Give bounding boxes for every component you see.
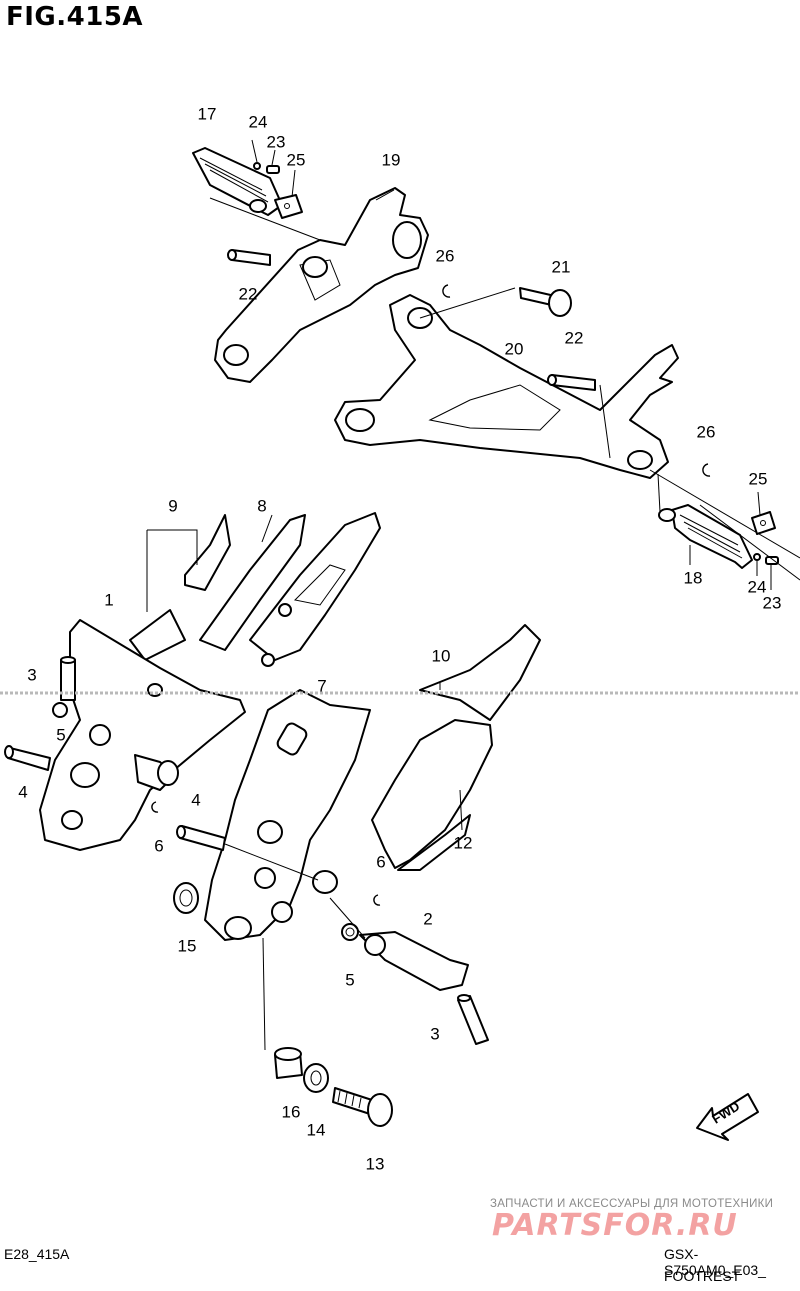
bolt-24b[interactable] xyxy=(753,553,761,561)
callout-4a[interactable]: 4 xyxy=(18,782,28,802)
guard-12[interactable] xyxy=(371,719,493,871)
watermark-text: ЗАПЧАСТИ И АКСЕССУАРЫ ДЛЯ МОТОТЕХНИКИ xyxy=(490,1198,774,1210)
callout-23b[interactable]: 23 xyxy=(762,593,782,613)
callout-10[interactable]: 10 xyxy=(431,646,451,666)
callout-5b[interactable]: 5 xyxy=(345,970,355,990)
callout-23a[interactable]: 23 xyxy=(266,132,286,152)
spring-23b[interactable] xyxy=(765,556,779,565)
bolt-4b[interactable] xyxy=(176,825,226,851)
spring-5b[interactable] xyxy=(341,923,359,941)
callout-26b[interactable]: 26 xyxy=(696,422,716,442)
callout-19[interactable]: 19 xyxy=(381,150,401,170)
section-name: FOOTREST xyxy=(664,1268,741,1284)
callout-1[interactable]: 1 xyxy=(104,590,114,610)
cover-7[interactable] xyxy=(249,512,381,667)
footpeg-17[interactable] xyxy=(192,147,283,216)
callout-17a[interactable]: 17 xyxy=(197,104,217,124)
pin-22a[interactable] xyxy=(227,249,271,266)
callout-20[interactable]: 20 xyxy=(504,339,524,359)
figure-title: FIG.415A xyxy=(6,2,144,32)
callout-14[interactable]: 14 xyxy=(306,1120,326,1140)
e-ring-6a[interactable] xyxy=(151,801,159,813)
collar-16[interactable] xyxy=(274,1047,303,1079)
plate-25a[interactable] xyxy=(274,194,303,219)
callout-7[interactable]: 7 xyxy=(317,676,327,696)
callout-2[interactable]: 2 xyxy=(423,909,433,929)
callout-8[interactable]: 8 xyxy=(257,496,267,516)
bracket-2-holder[interactable] xyxy=(204,689,371,941)
pin-22b[interactable] xyxy=(547,374,596,391)
pin-3b[interactable] xyxy=(457,994,489,1045)
callout-9[interactable]: 9 xyxy=(168,496,178,516)
figure-code: E28_415A xyxy=(4,1246,70,1262)
callout-3a[interactable]: 3 xyxy=(27,665,37,685)
pin-3a[interactable] xyxy=(60,656,76,701)
callout-21[interactable]: 21 xyxy=(551,257,571,277)
bolt-4a[interactable] xyxy=(4,745,51,771)
callout-18[interactable]: 18 xyxy=(683,568,703,588)
bracket-1[interactable] xyxy=(39,619,246,851)
washer-14[interactable] xyxy=(303,1063,329,1093)
bolt-21[interactable] xyxy=(519,287,572,317)
washer-15[interactable] xyxy=(173,882,199,914)
callout-3b[interactable]: 3 xyxy=(430,1024,440,1044)
callout-6b[interactable]: 6 xyxy=(376,852,386,872)
callout-22a[interactable]: 22 xyxy=(238,284,258,304)
watermark-logo: PARTSFOR.RU xyxy=(492,1208,738,1243)
callout-25a[interactable]: 25 xyxy=(286,150,306,170)
bracket-20[interactable] xyxy=(334,294,679,479)
callout-24a[interactable]: 24 xyxy=(248,112,268,132)
e-ring-26b[interactable] xyxy=(702,463,711,477)
callout-4b[interactable]: 4 xyxy=(191,790,201,810)
guard-9[interactable] xyxy=(129,514,231,661)
e-ring-26a[interactable] xyxy=(442,284,451,298)
callout-16[interactable]: 16 xyxy=(281,1102,301,1122)
spring-23a[interactable] xyxy=(266,165,280,174)
callout-15[interactable]: 15 xyxy=(177,936,197,956)
heel-guard-8[interactable] xyxy=(199,514,306,651)
forward-arrow-icon xyxy=(696,1093,759,1141)
callout-26a[interactable]: 26 xyxy=(435,246,455,266)
callout-12[interactable]: 12 xyxy=(453,833,473,853)
callout-5a[interactable]: 5 xyxy=(56,725,66,745)
model-code: GSX-S750AM0_E03_ xyxy=(664,1246,766,1278)
bolt-24a[interactable] xyxy=(253,162,261,170)
holder-19[interactable] xyxy=(214,187,429,383)
callout-22b[interactable]: 22 xyxy=(564,328,584,348)
footpeg-2[interactable] xyxy=(359,931,469,991)
callout-6a[interactable]: 6 xyxy=(154,836,164,856)
spring-5a[interactable] xyxy=(52,702,68,718)
guard-10[interactable] xyxy=(419,624,541,721)
callout-25b[interactable]: 25 xyxy=(748,469,768,489)
e-ring-6b[interactable] xyxy=(373,894,381,906)
plate-25b[interactable] xyxy=(751,511,776,535)
callout-13[interactable]: 13 xyxy=(365,1154,385,1174)
footpeg-18[interactable] xyxy=(658,504,753,569)
bolt-13[interactable] xyxy=(332,1087,393,1127)
pivot-shaft[interactable] xyxy=(134,754,179,791)
callout-24b[interactable]: 24 xyxy=(747,577,767,597)
